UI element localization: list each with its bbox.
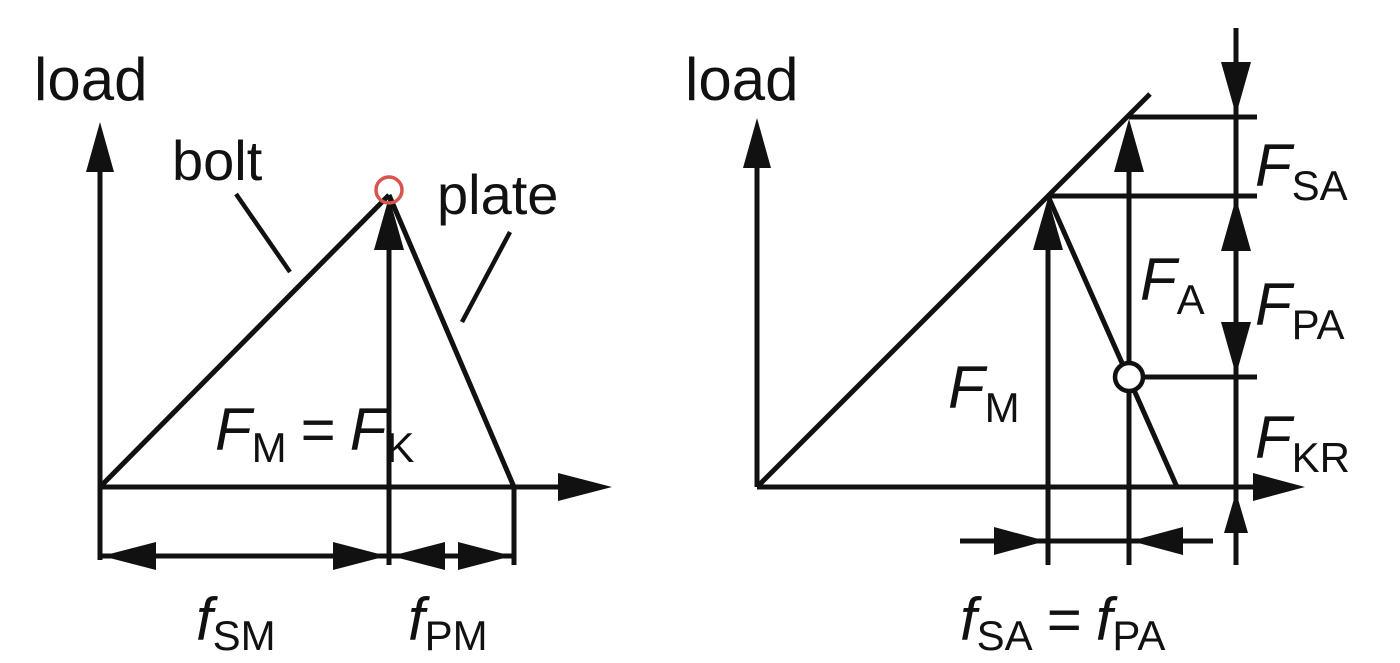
fpm-left-arrowhead [391, 542, 445, 570]
fpm-right-arrowhead [458, 542, 512, 570]
right-diagram: load FSA FA FPA FM [685, 28, 1350, 659]
fa-arrowhead [1114, 119, 1144, 172]
plate-line [386, 194, 517, 488]
fpa-up-arrowhead [1221, 198, 1251, 251]
eq-fk-main: F [350, 396, 390, 463]
fsm-left-arrowhead [102, 542, 156, 570]
fsa-arrowhead [1221, 62, 1251, 115]
fm-label: FM [948, 354, 1020, 431]
right-plate-line [1045, 194, 1180, 489]
left-equation: FM=FK [215, 396, 414, 471]
fsm-right-arrowhead [333, 542, 387, 570]
bolt-line [98, 193, 391, 489]
left-y-axis-arrowhead [86, 122, 114, 172]
peak-marker [374, 175, 404, 205]
right-axis-label: load [685, 46, 798, 113]
fkr-arrowhead [1224, 492, 1248, 533]
eq-fm-main: F [215, 396, 255, 463]
bolt-leader [234, 192, 292, 274]
right-equation: fSA=fPA [960, 586, 1165, 659]
fm-arrowhead [1033, 198, 1063, 250]
fpa-dim-arrowhead [1131, 527, 1183, 555]
fpm-label: fPM [408, 586, 488, 659]
fkr-label: FKR [1255, 404, 1350, 481]
plate-label: plate [437, 163, 558, 226]
eq-fm-sub: M [252, 424, 287, 471]
fa-label: FA [1140, 246, 1205, 323]
fsa-dim-arrowhead [994, 527, 1046, 555]
right-y-axis-arrowhead [743, 118, 771, 168]
fsm-label: fSM [196, 586, 276, 659]
left-diagram: load bolt plate FM=FK fSM fPM [34, 46, 612, 659]
eq-op: = [301, 396, 336, 463]
fpa-cap-label: FPA [1255, 271, 1345, 348]
plate-leader [460, 230, 512, 324]
preload-arrowhead [374, 197, 404, 250]
left-axis-label: load [34, 46, 147, 113]
left-x-axis-arrowhead [558, 473, 612, 501]
bolt-label: bolt [172, 129, 263, 192]
fsa-cap-label: FSA [1255, 132, 1348, 209]
fpa-down-arrowhead [1221, 322, 1251, 375]
right-bolt-line [755, 92, 1152, 489]
operating-point [1112, 360, 1146, 394]
right-x-axis-arrowhead [1253, 473, 1305, 501]
eq-fk-sub: K [386, 424, 414, 471]
